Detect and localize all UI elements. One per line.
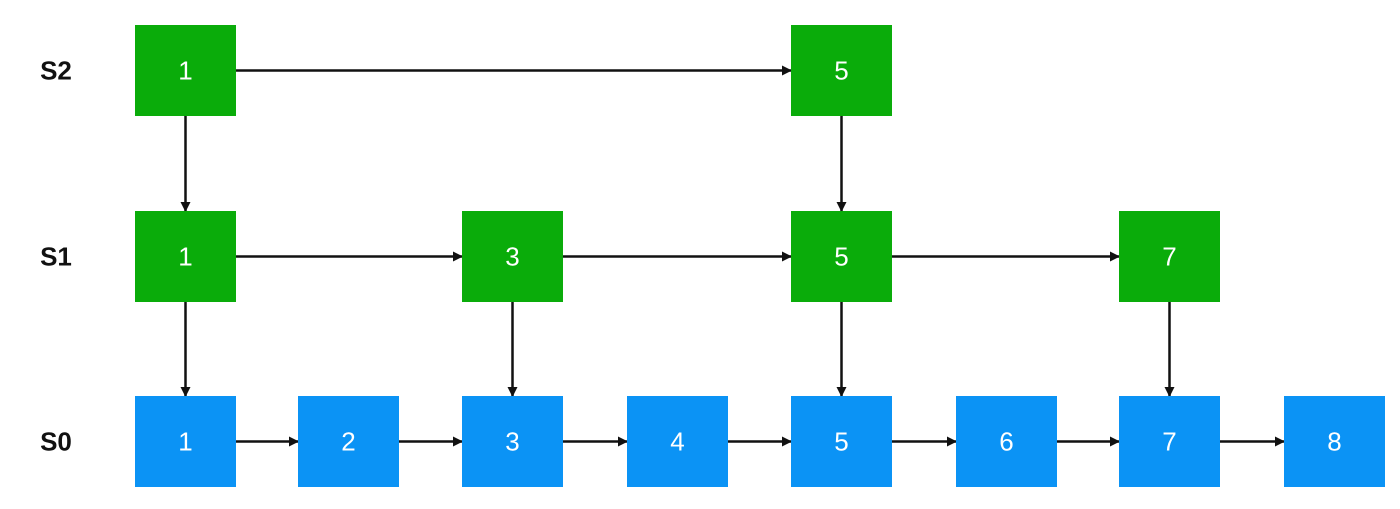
node-value: 4 (670, 427, 684, 457)
node-value: 3 (505, 427, 519, 457)
node-value: 7 (1162, 242, 1176, 272)
node-value: 3 (505, 242, 519, 272)
node-box (135, 25, 236, 116)
node-s1-7: 7 (1119, 211, 1220, 302)
node-box (462, 211, 563, 302)
node-value: 5 (834, 242, 848, 272)
node-s0-8: 8 (1284, 396, 1385, 487)
node-box (1119, 211, 1220, 302)
node-box (956, 396, 1057, 487)
node-s1-1: 1 (135, 211, 236, 302)
node-s1-5: 5 (791, 211, 892, 302)
node-value: 8 (1327, 427, 1341, 457)
node-s2-1: 1 (135, 25, 236, 116)
node-s0-6: 6 (956, 396, 1057, 487)
node-value: 6 (999, 427, 1013, 457)
node-box (135, 211, 236, 302)
node-box (462, 396, 563, 487)
node-value: 1 (178, 242, 192, 272)
node-value: 1 (178, 427, 192, 457)
node-s0-2: 2 (298, 396, 399, 487)
node-s1-3: 3 (462, 211, 563, 302)
node-value: 5 (834, 56, 848, 86)
node-value: 1 (178, 56, 192, 86)
node-value: 7 (1162, 427, 1176, 457)
node-box (1284, 396, 1385, 487)
node-s2-5: 5 (791, 25, 892, 116)
node-s0-5: 5 (791, 396, 892, 487)
node-s0-3: 3 (462, 396, 563, 487)
level-label-s1: S1 (40, 242, 72, 272)
node-box (1119, 396, 1220, 487)
node-box (791, 211, 892, 302)
edges-layer (180, 65, 1285, 447)
node-box (298, 396, 399, 487)
node-s0-7: 7 (1119, 396, 1220, 487)
node-box (627, 396, 728, 487)
node-box (135, 396, 236, 487)
node-value: 2 (341, 427, 355, 457)
node-box (791, 25, 892, 116)
node-s0-4: 4 (627, 396, 728, 487)
node-box (791, 396, 892, 487)
level-label-s0: S0 (40, 427, 72, 457)
node-value: 5 (834, 427, 848, 457)
nodes-layer: 1 5 1 3 5 7 1 2 3 4 5 6 7 8 (135, 25, 1385, 487)
level-label-s2: S2 (40, 56, 72, 86)
node-s0-1: 1 (135, 396, 236, 487)
